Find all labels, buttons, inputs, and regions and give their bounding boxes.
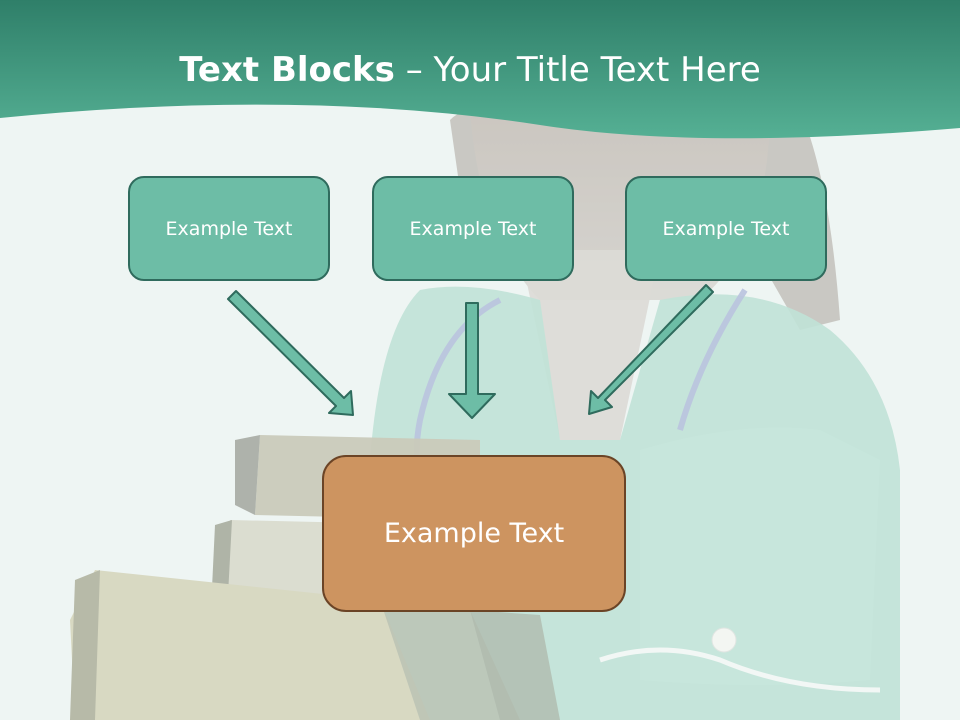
- text-block-right-label: Example Text: [662, 217, 790, 240]
- text-block-center[interactable]: Example Text: [372, 176, 574, 281]
- title-dash: –: [394, 50, 434, 90]
- arrow-right-icon: [588, 284, 714, 415]
- text-block-right[interactable]: Example Text: [625, 176, 827, 281]
- text-block-center-label: Example Text: [409, 217, 537, 240]
- text-block-left-label: Example Text: [165, 217, 293, 240]
- title-regular-part: Your Title Text Here: [433, 50, 761, 90]
- text-block-main-label: Example Text: [383, 518, 565, 549]
- arrow-center-icon: [448, 302, 496, 419]
- title-bold-part: Text Blocks: [179, 50, 395, 90]
- text-block-left[interactable]: Example Text: [128, 176, 330, 281]
- slide-title: Text Blocks – Your Title Text Here: [0, 50, 940, 90]
- arrow-left-icon: [227, 290, 354, 416]
- text-block-main[interactable]: Example Text: [322, 455, 626, 612]
